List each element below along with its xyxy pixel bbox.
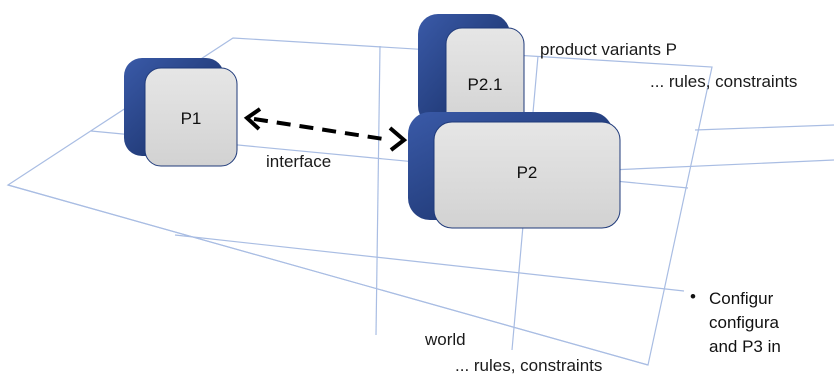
- grid-right-extension: [609, 159, 834, 171]
- block-p1-label: P1: [181, 109, 202, 128]
- grid-right-extension-2: [694, 124, 834, 131]
- interface-label: interface: [266, 152, 332, 171]
- world-label: world: [425, 330, 466, 349]
- block-p2: P2: [408, 112, 621, 229]
- interface-arrow: [243, 107, 408, 152]
- block-p1: P1: [124, 58, 238, 167]
- grid-h-line-3: [7, 184, 649, 366]
- rules-constraints-bottom-label: ... rules, constraints: [455, 356, 603, 375]
- grid-v-line-1: [375, 45, 381, 336]
- side-note-line-1: Configur: [709, 289, 774, 308]
- side-note-bullet: •: [690, 287, 696, 306]
- product-variants-label: product variants P: [540, 40, 678, 59]
- rules-constraints-top-label: ... rules, constraints: [650, 72, 798, 91]
- block-p21-label: P2.1: [468, 75, 503, 94]
- grid-h-line-2: [174, 234, 685, 292]
- block-p2-label: P2: [517, 163, 538, 182]
- block-p21: P2.1: [418, 14, 525, 131]
- side-note-line-3: and P3 in: [709, 337, 781, 356]
- side-note-line-2: configura: [709, 313, 779, 332]
